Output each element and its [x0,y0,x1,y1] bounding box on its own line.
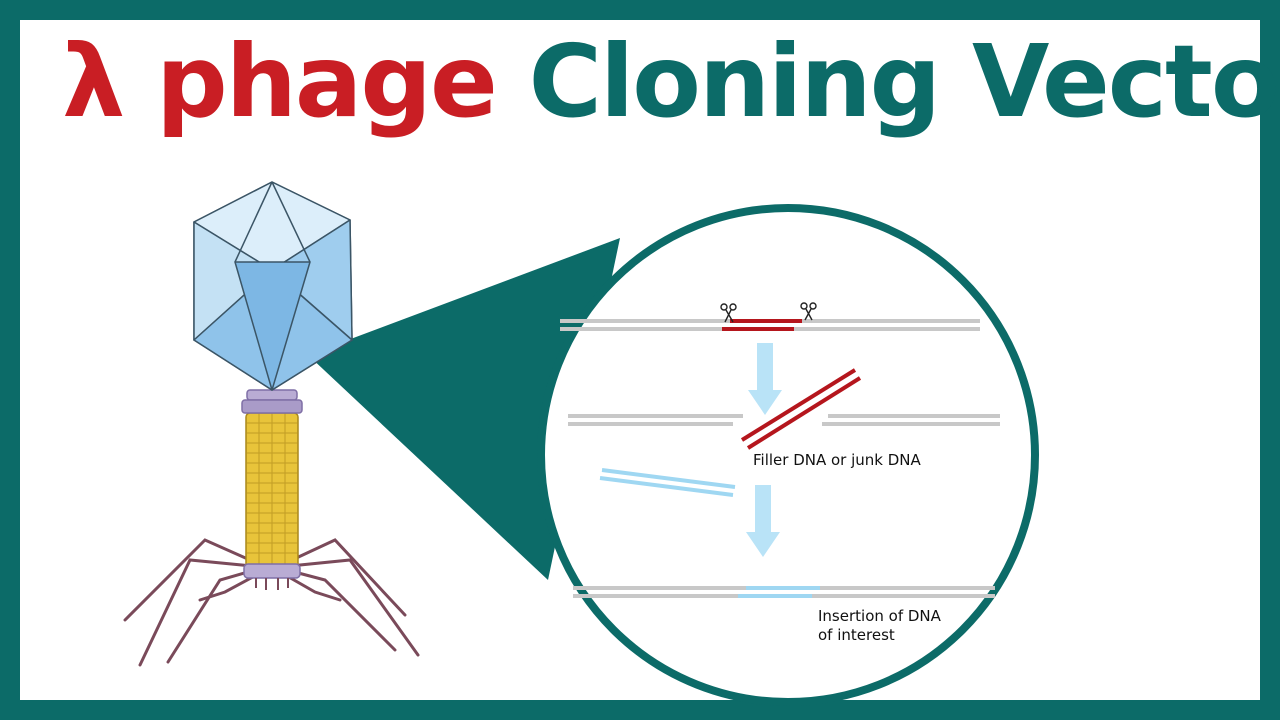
bacteriophage [123,181,420,667]
page-title: λ phage Cloning Vector [62,22,1280,142]
title-phage: phage [156,23,498,140]
zoom-circle [537,204,1039,706]
phage-collar-ring [241,399,303,414]
filler-dna-removed [740,368,862,450]
arrow-down-2 [746,485,780,557]
arrow-down-1 [748,343,782,415]
scissors-icon [720,303,737,323]
phage-collar [246,389,298,401]
title-lambda: λ [62,23,125,140]
phage-baseplate [243,563,301,579]
insert-segment-top [746,586,820,590]
dna-strand-step2-right [822,414,1000,426]
scissors-icon [800,302,817,321]
insert-dna [599,468,736,497]
dna-strand-step2-left [568,414,743,426]
filler-dna-label: Filler DNA or junk DNA [753,451,921,469]
phage-head [193,181,353,391]
phage-tail-texture [246,413,298,568]
dna-strand-step1 [560,319,980,331]
filler-segment-bottom [722,327,794,331]
phage-baseplate-pins [255,578,289,590]
dna-strand-step3 [573,586,995,598]
insertion-label-line1: Insertion of DNA [818,607,941,625]
insertion-label-line2: of interest [818,626,895,644]
insert-segment-bottom [738,594,812,598]
title-cloning-vector: Cloning Vector [528,23,1280,140]
filler-segment-top [730,319,802,323]
